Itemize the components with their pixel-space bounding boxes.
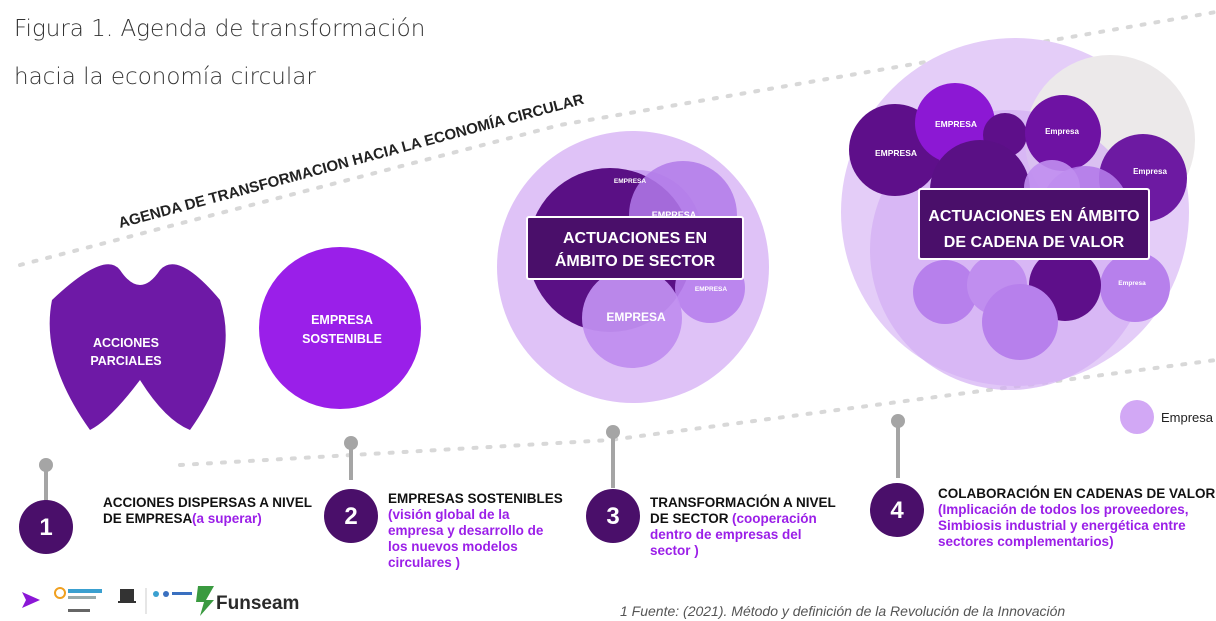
figure-caption-line2: hacia la economía circular (14, 64, 316, 90)
funseam-logo-icon (196, 586, 214, 616)
unesco-logo-icon (120, 589, 134, 601)
shape2-label-line1: EMPRESA (311, 313, 373, 327)
sector-banner (526, 216, 744, 280)
chain-bubble-label-3: Empresa (1045, 127, 1079, 136)
shape1-label-line2: PARCIALES (90, 354, 161, 368)
figure-caption-line1: Figura 1. Agenda de transformación (14, 16, 426, 42)
value-chain-banner (918, 188, 1150, 260)
step1-sub: (a superar) (192, 511, 262, 526)
sector-bubble-label-1: EMPRESA (614, 178, 646, 185)
step-number-4: 4 (890, 497, 904, 524)
chain-bubble-label-4: Empresa (1133, 167, 1167, 176)
sector-bubble-label-4: EMPRESA (606, 310, 666, 324)
step-number-circle-3 (586, 489, 640, 543)
step3-title-line1: TRANSFORMACIÓN A NIVEL (650, 495, 836, 510)
logos-strip: Funseam (22, 586, 299, 616)
arrow-logo-icon (22, 592, 40, 608)
step-number-circle-1 (19, 500, 73, 554)
value-chain-banner-line2: DE CADENA DE VALOR (944, 234, 1125, 251)
step-number-3: 3 (606, 503, 619, 530)
step4-title: COLABORACIÓN EN CADENAS DE VALOR: (938, 486, 1216, 501)
step4-sub-line2: Simbiosis industrial y energética entre (938, 518, 1186, 533)
legend-empresa-label: Empresa (1161, 410, 1214, 425)
step2-sub-line2: empresa y desarrollo de (388, 523, 544, 538)
step3-sub-line1: dentro de empresas del (650, 527, 802, 542)
step3-sub: (cooperación (732, 511, 817, 526)
step2-sub-line4: circulares ) (388, 555, 460, 570)
funseam-logo-text: Funseam (216, 593, 299, 614)
footnote: 1 Fuente: (2021). Método y definición de… (620, 603, 1066, 619)
legend-empresa-swatch (1120, 400, 1154, 434)
sector-bubble-label-3: EMPRESA (695, 286, 727, 293)
sustainable-company-circle (259, 247, 421, 409)
chain-bubble-label-1: EMPRESA (875, 148, 917, 158)
sector-bubble-label-2: EMPRESA (652, 210, 697, 220)
step2-title: EMPRESAS SOSTENIBLES (388, 491, 563, 506)
shape2-label-line2: SOSTENIBLE (302, 332, 382, 346)
step-number-circle-4 (870, 483, 924, 537)
step2-sub-line3: los nuevos modelos (388, 539, 518, 554)
shape1-label-line1: ACCIONES (93, 336, 159, 350)
sector-banner-line1: ACTUACIONES EN (563, 230, 707, 247)
step-number-circle-2 (324, 489, 378, 543)
step1-title-line2: DE EMPRESA (103, 511, 193, 526)
pin-head-2 (344, 436, 358, 450)
step4-sub-line3: sectores complementarios) (938, 534, 1114, 549)
step1-title-line1: ACCIONES DISPERSAS A NIVEL (103, 495, 312, 510)
partial-actions-shape (49, 264, 226, 430)
step4-sub-line1: (Implicación de todos los proveedores, (938, 502, 1189, 517)
step-number-1: 1 (39, 514, 52, 541)
sector-banner-line2: ÁMBITO DE SECTOR (555, 251, 716, 270)
chain-bubble-label-2: EMPRESA (935, 119, 977, 129)
step3-sub-line2: sector ) (650, 543, 699, 558)
step2-sub-line1: (visión global de la (388, 507, 510, 522)
pin-head-3 (606, 425, 620, 439)
step-number-2: 2 (344, 503, 357, 530)
value-chain-banner-line1: ACTUACIONES EN ÁMBITO (928, 206, 1139, 225)
step3-title-line2: DE SECTOR (650, 511, 729, 526)
chain-bubble-label-5: Empresa (1118, 280, 1146, 287)
pin-head-1 (39, 458, 53, 472)
cathedra-logo-icon (54, 587, 66, 599)
pin-head-4 (891, 414, 905, 428)
